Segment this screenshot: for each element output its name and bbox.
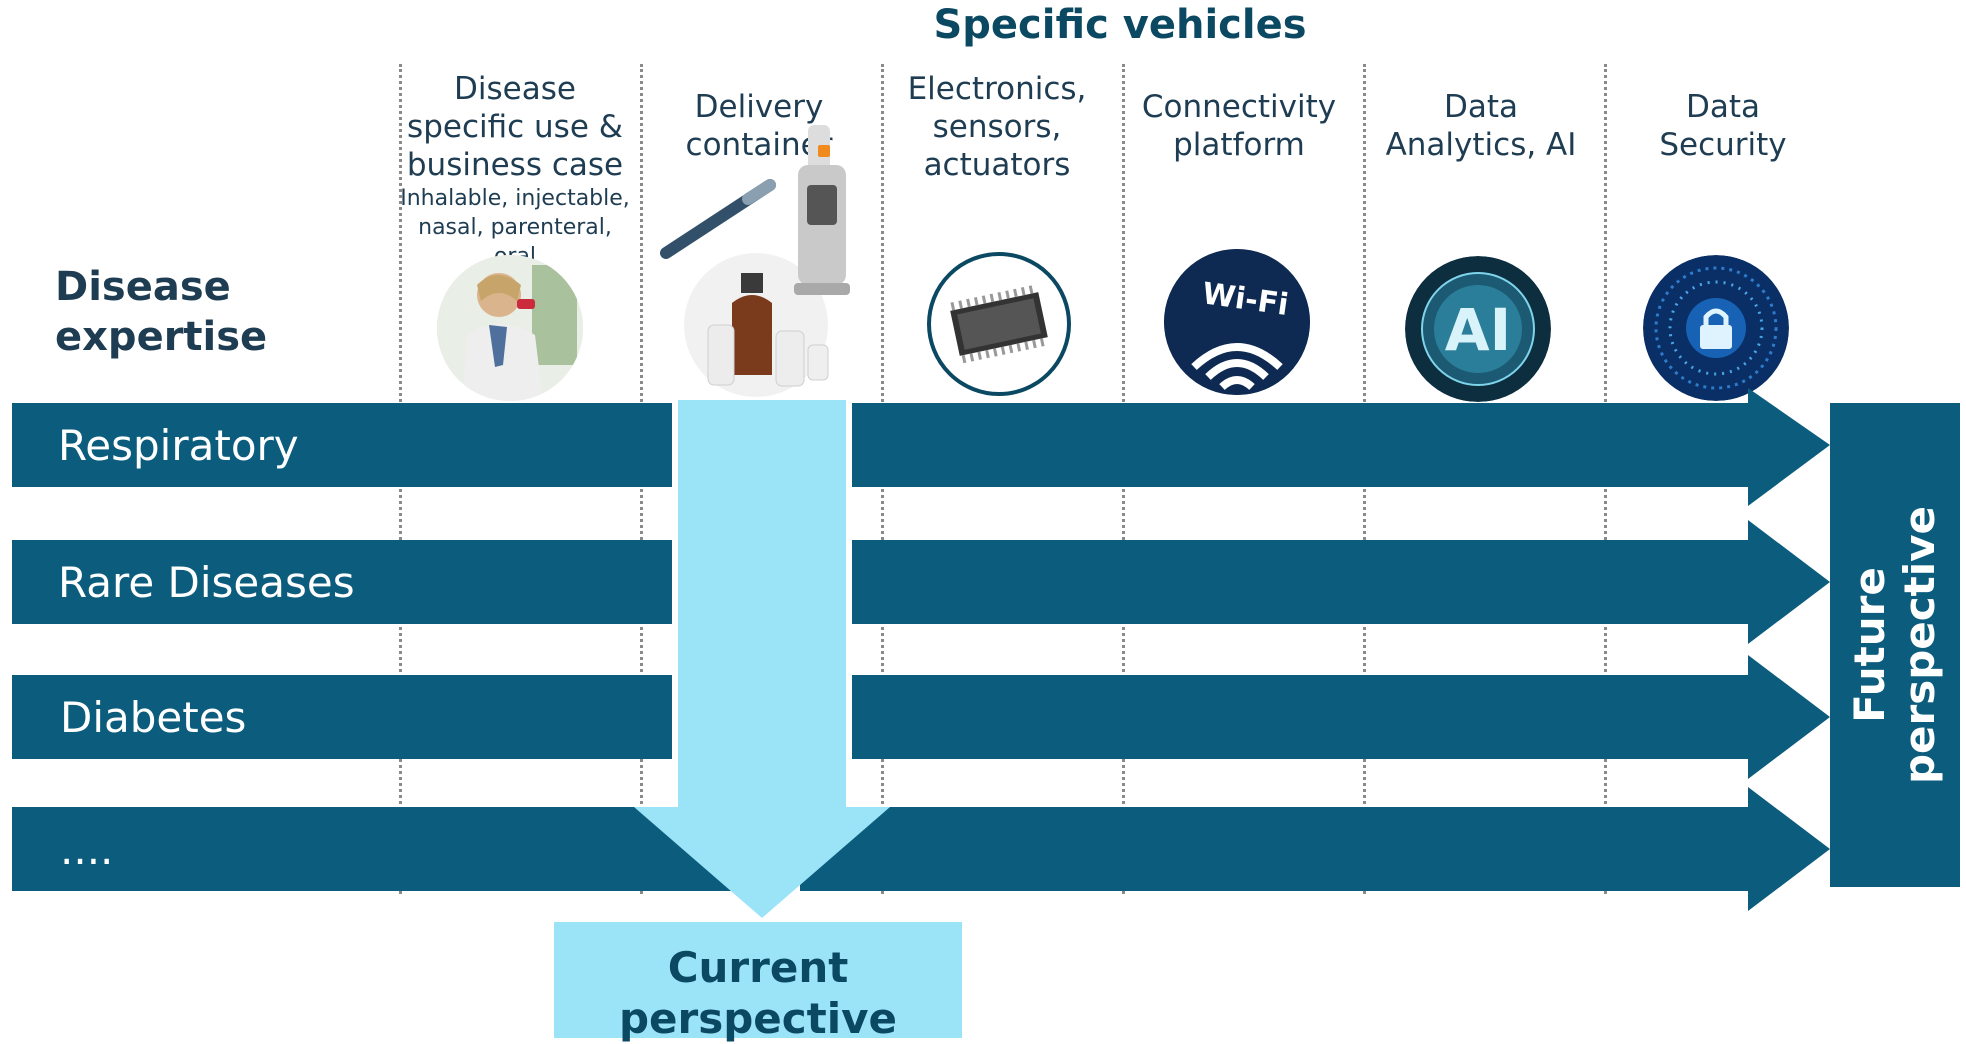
column-heading: actuators xyxy=(923,147,1071,183)
column-header-security: Data Security xyxy=(1602,88,1844,164)
row-label-more: .... xyxy=(60,825,114,874)
column-heading: Disease xyxy=(454,71,576,107)
row-label-rare-diseases: Rare Diseases xyxy=(58,558,355,607)
column-heading: Data xyxy=(1685,89,1761,125)
row-arrow-rare-left xyxy=(12,540,672,624)
column-heading: container xyxy=(685,127,833,163)
row-label-diabetes: Diabetes xyxy=(60,693,247,742)
column-subheading: Inhalable, injectable, xyxy=(400,186,630,211)
column-header-delivery: Delivery container xyxy=(640,88,878,164)
current-perspective-label: Current perspective xyxy=(618,943,898,1043)
diagram-title: Specific vehicles xyxy=(933,2,1307,48)
column-heading: platform xyxy=(1173,127,1305,163)
column-heading: Analytics, AI xyxy=(1385,127,1577,163)
row-arrow-diabetes xyxy=(852,655,1830,779)
wifi-icon: Wi-Fi xyxy=(1164,249,1310,395)
column-heading: business case xyxy=(406,147,624,183)
row-arrow-rare-diseases xyxy=(852,520,1830,644)
column-heading: specific use & xyxy=(407,109,623,145)
row-label-respiratory: Respiratory xyxy=(58,421,299,470)
row-arrow-more-left xyxy=(12,807,732,891)
ai-icon-text: AI xyxy=(1445,296,1511,364)
column-heading: sensors, xyxy=(932,109,1062,145)
future-perspective-label: Future perspective xyxy=(1845,505,1944,785)
disease-expertise-label: Disease expertise xyxy=(55,264,268,360)
delivery-devices-photo xyxy=(658,125,876,400)
lock-circuit-icon xyxy=(1643,255,1789,401)
column-heading: Electronics, xyxy=(907,71,1087,107)
row-arrow-respiratory xyxy=(852,388,1830,506)
column-heading: Delivery xyxy=(694,89,824,125)
column-header-electronics: Electronics, sensors, actuators xyxy=(877,70,1117,184)
column-header-analytics: Data Analytics, AI xyxy=(1360,88,1602,164)
ai-icon: AI xyxy=(1405,256,1551,402)
column-header-connectivity: Connectivity platform xyxy=(1118,88,1360,164)
row-arrow-respiratory-left xyxy=(12,403,672,487)
column-heading: Security xyxy=(1659,127,1787,163)
row-arrow-diabetes-left xyxy=(12,675,672,759)
current-perspective-box: Current perspective xyxy=(554,922,962,1043)
column-heading: Connectivity xyxy=(1141,89,1337,125)
row-arrow-more xyxy=(800,787,1830,911)
column-heading: Data xyxy=(1443,89,1519,125)
microchip-icon xyxy=(926,251,1072,397)
current-perspective-arrow xyxy=(634,400,890,918)
future-perspective-box: Future perspective xyxy=(1830,403,1960,887)
